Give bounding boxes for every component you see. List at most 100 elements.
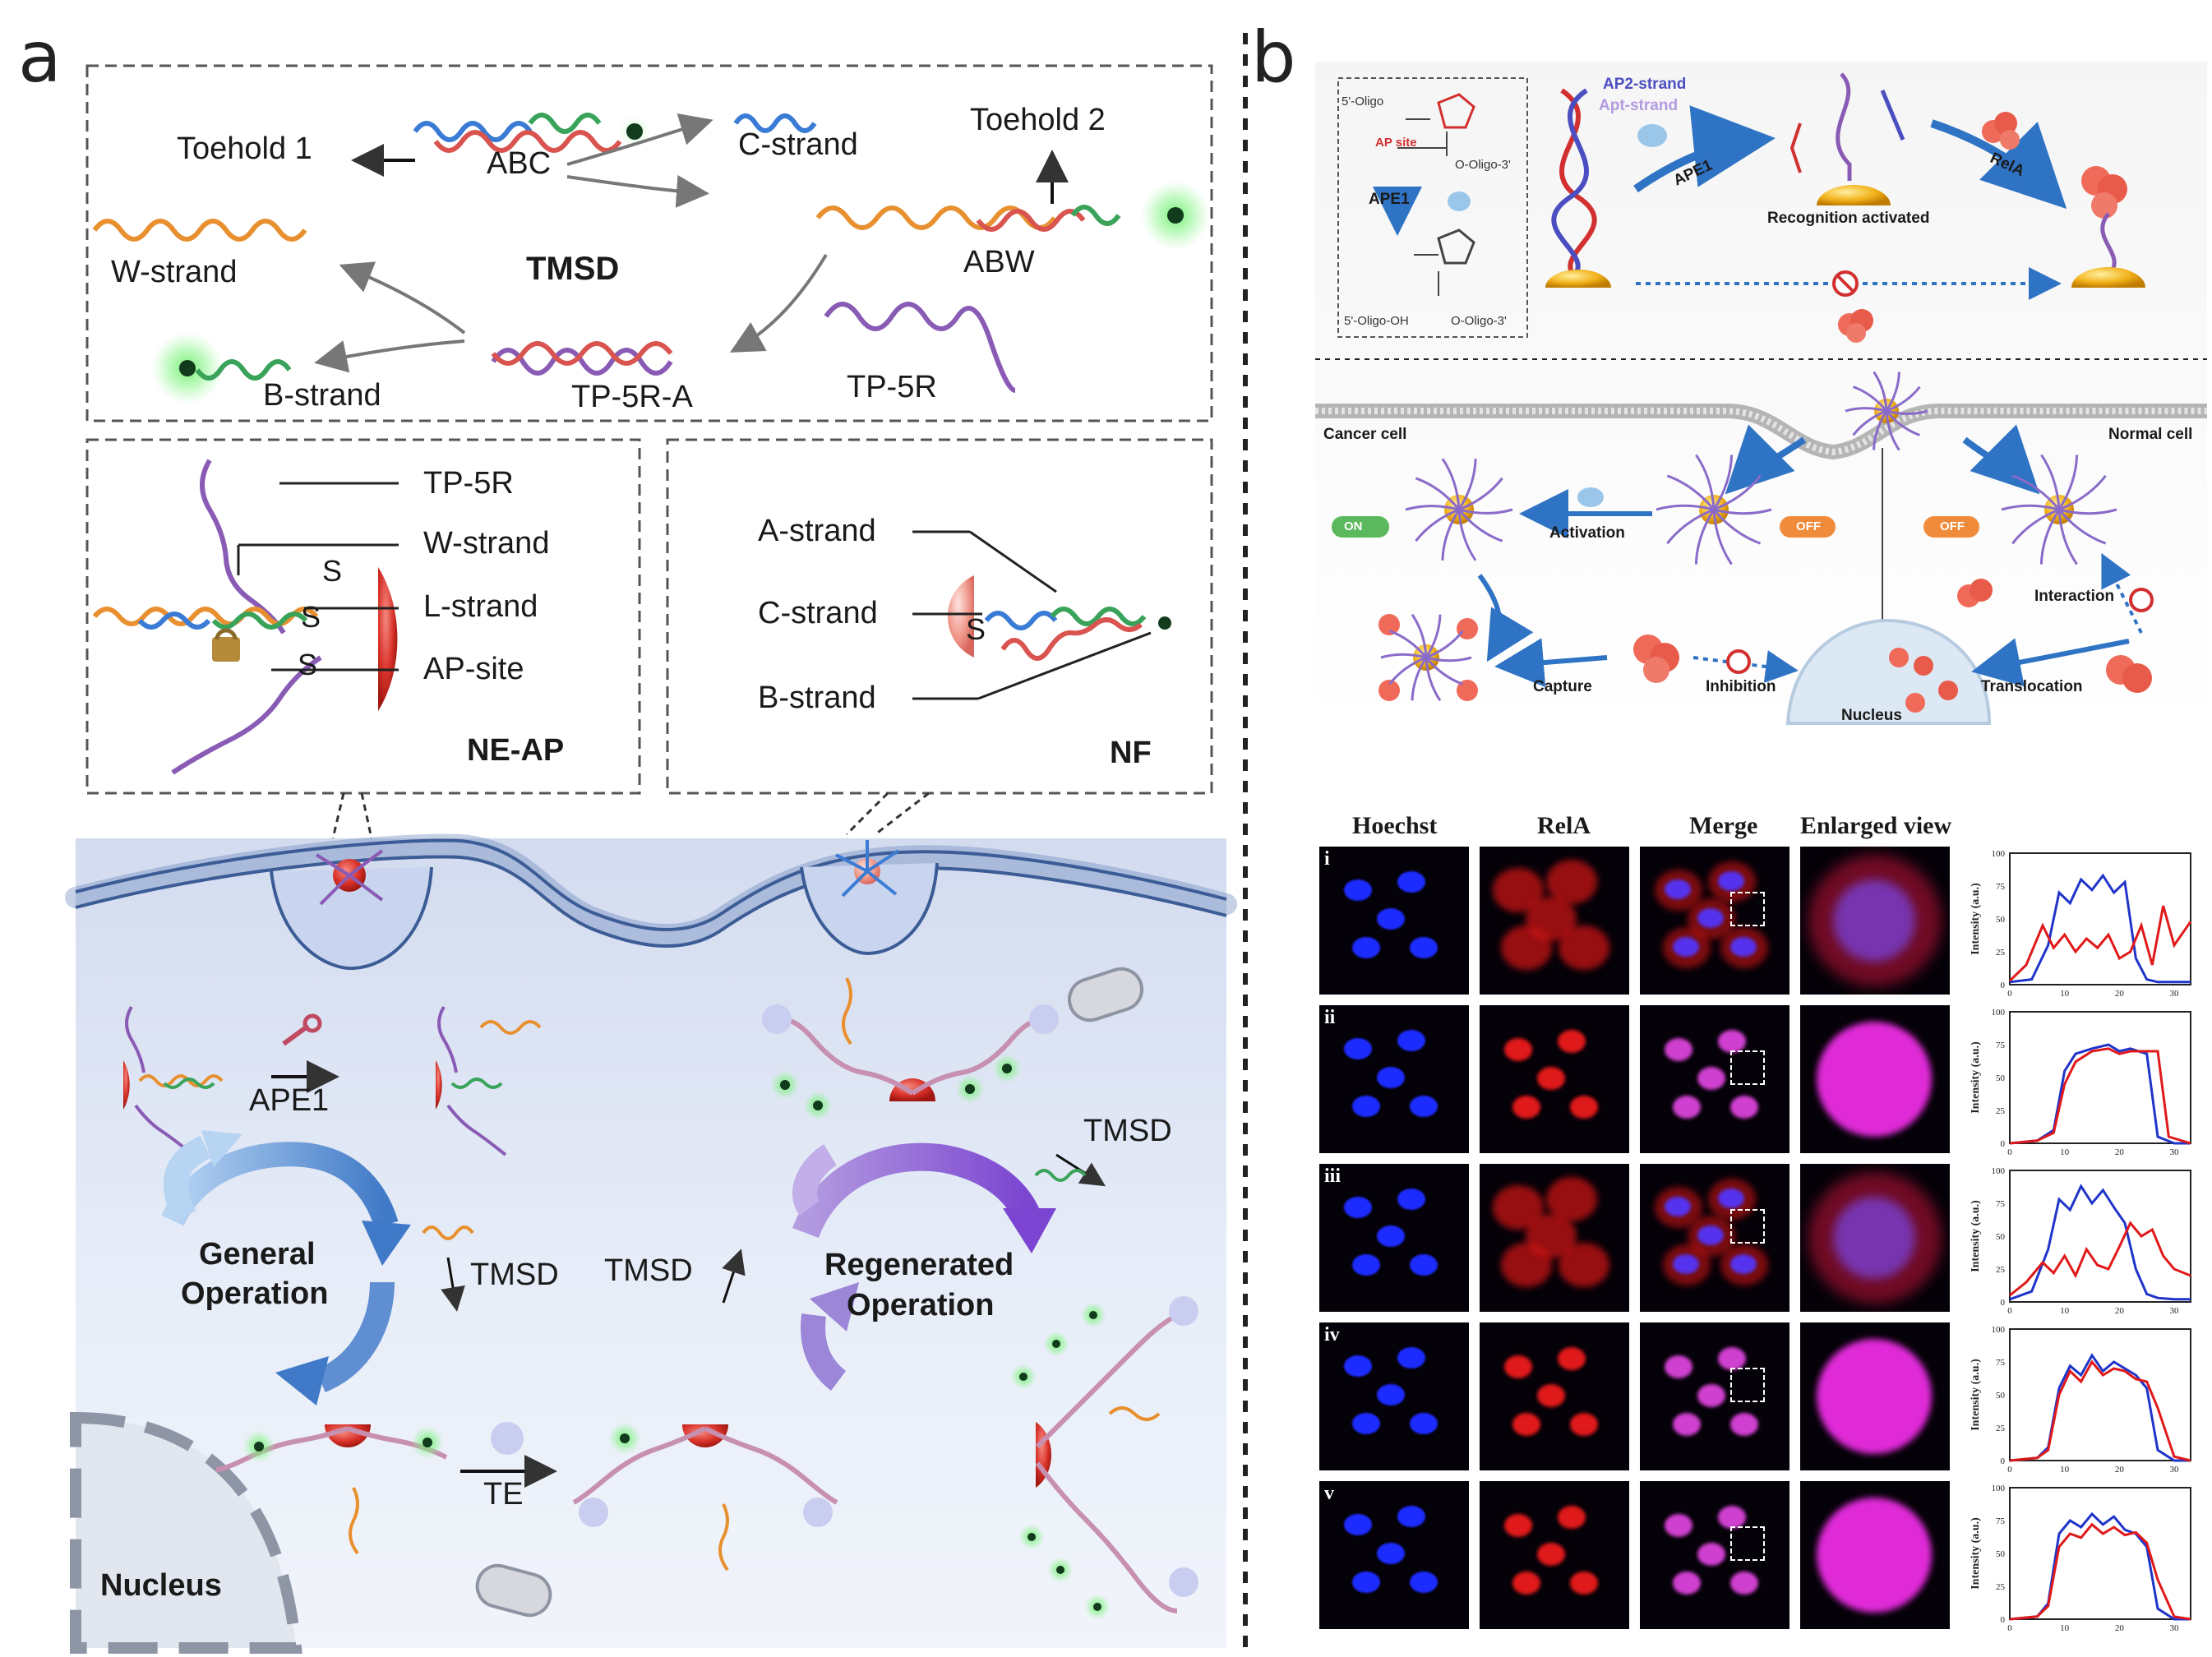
y-tick-label: 100: [1992, 1166, 2006, 1176]
micrograph-merge-iv: [1640, 1322, 1789, 1470]
nanoflare-spoke: [1380, 653, 1427, 659]
recognition-activated-shape: [1789, 72, 1905, 205]
cell-blob: [1344, 1514, 1372, 1535]
cell-blob: [1665, 1355, 1692, 1378]
activation-label: Activation: [1549, 524, 1625, 542]
y-axis-label: Intensity (a.u.): [1970, 883, 1982, 955]
cell-blob: [1697, 1384, 1725, 1407]
micrograph-enlarged-iv: [1800, 1322, 1950, 1470]
ne-ap-s2: S: [301, 600, 321, 634]
nanoflare-spoke: [1411, 657, 1428, 701]
nf-s: S: [966, 612, 986, 646]
cell-blob: [1730, 937, 1757, 957]
ne-ap-s1: S: [322, 554, 343, 588]
micrograph-enlarged-iii: [1800, 1164, 1950, 1312]
cell-blob: [1570, 1096, 1598, 1119]
nanoflare-spoke: [1656, 504, 1715, 511]
inhibition-icon: [1726, 649, 1751, 674]
plot-series-line: [2009, 1184, 2191, 1301]
zoom-box: [1730, 1050, 1765, 1085]
micrograph-enlarged-ii: [1800, 1005, 1950, 1153]
plot-series-line: [2008, 905, 2192, 982]
nanoflare-spoke: [1885, 410, 1920, 436]
arrow-to-cancer: [1725, 424, 1807, 495]
y-tick-label: 25: [1996, 948, 2006, 958]
x-tick-label: 0: [2007, 1306, 2012, 1316]
oligo3b-label: O-Oligo-3': [1451, 314, 1507, 328]
arrow-abc-abw: [566, 174, 709, 208]
cell-blob: [1673, 1572, 1701, 1595]
cell-blob: [1377, 1067, 1405, 1088]
nucleus-a-label: Nucleus: [100, 1568, 222, 1603]
cell-blob: [1512, 1572, 1540, 1595]
nanoflare-spoke: [1388, 656, 1427, 685]
ne-ap-s3: S: [298, 648, 318, 681]
rela-protein: [1982, 112, 2020, 150]
cell-blob: [1730, 1254, 1757, 1274]
x-tick-label: 10: [2060, 1306, 2070, 1316]
nanoflare-spoke: [1457, 509, 1503, 542]
cell-blob: [1665, 1514, 1692, 1537]
nanoflare-spoke: [2057, 509, 2107, 545]
nanoflare-spoke: [1425, 656, 1472, 662]
nanoflare-spoke: [1852, 409, 1887, 436]
cell-blob: [1673, 1413, 1701, 1436]
ape1-glyph-2: [1637, 124, 1667, 147]
cell-blob: [1377, 1384, 1405, 1405]
endosome-right: [800, 862, 939, 956]
off-badge-1: [1780, 516, 1836, 538]
y-tick-label: 75: [1996, 882, 2006, 892]
panel-b-letter: b: [1251, 16, 1296, 99]
nf-leaders: [912, 530, 1152, 700]
x-tick-label: 0: [2007, 989, 2012, 999]
row-label-v: v: [1324, 1483, 1334, 1504]
y-tick-label: 75: [1996, 1516, 2006, 1526]
ape1-glyph-3: [1577, 487, 1604, 507]
ape1-glyph: [1448, 192, 1471, 211]
cell-blob: [1377, 1543, 1405, 1564]
cell-blob: [1673, 1096, 1701, 1119]
tmsd-regen-label: TMSD: [604, 1253, 693, 1288]
regenerated-particle: [1010, 1296, 1198, 1620]
arrow-to-b: [314, 339, 465, 373]
arrow-to-w: [339, 261, 466, 335]
nanoflare-spoke: [1425, 614, 1442, 658]
y-tick-label: 25: [1996, 1106, 2006, 1116]
cell-blob: [1718, 1030, 1746, 1053]
nf-cluster-upper: [762, 977, 1059, 1120]
nanoflare-spoke: [2058, 508, 2117, 515]
tp5r-shape: [824, 302, 1016, 393]
plot-frame: [2009, 852, 2191, 985]
abw-duplex: [815, 181, 1210, 250]
regenerated-operation-cycle: [792, 1142, 1056, 1391]
nanoflare-spoke: [1886, 409, 1928, 415]
arrow-interaction: [2101, 552, 2143, 634]
nanoflare-spoke: [1694, 509, 1716, 565]
regen-line1: Regenerated: [824, 1248, 1014, 1282]
y-tick-label: 50: [1996, 1073, 2006, 1083]
oligo3-label: O-Oligo-3': [1455, 158, 1511, 172]
y-tick-label: 25: [1996, 1582, 2006, 1592]
y-tick-label: 25: [1996, 1424, 2006, 1433]
nanoflare-spoke: [1886, 385, 1921, 413]
b-strand-label: B-strand: [263, 378, 381, 413]
x-tick-label: 30: [2170, 1465, 2180, 1475]
micrograph-rela-iii: [1480, 1164, 1629, 1312]
arrow-translocation: [1971, 638, 2130, 687]
cell-blob: [1504, 1038, 1532, 1061]
y-tick-label: 50: [1996, 1232, 2006, 1242]
y-tick-label: 25: [1996, 1265, 2006, 1275]
ne-ap-ap-site-label: AP-site: [423, 652, 524, 686]
micrograph-rela-i: [1480, 847, 1629, 995]
cancer-cell-label: Cancer cell: [1323, 426, 1407, 443]
x-tick-label: 10: [2060, 989, 2070, 999]
y-tick-label: 100: [1992, 849, 2006, 859]
micrograph-merge-iii: [1640, 1164, 1789, 1312]
ape1-box-label: APE1: [1369, 191, 1410, 208]
rela-cluster: [1633, 579, 2152, 713]
x-tick-label: 20: [2115, 1465, 2125, 1475]
off-badge-2: [1923, 516, 1979, 538]
inhibition-label: Inhibition: [1706, 678, 1776, 695]
cell-blob: [1730, 1413, 1758, 1436]
rela-free: [1838, 309, 1873, 343]
